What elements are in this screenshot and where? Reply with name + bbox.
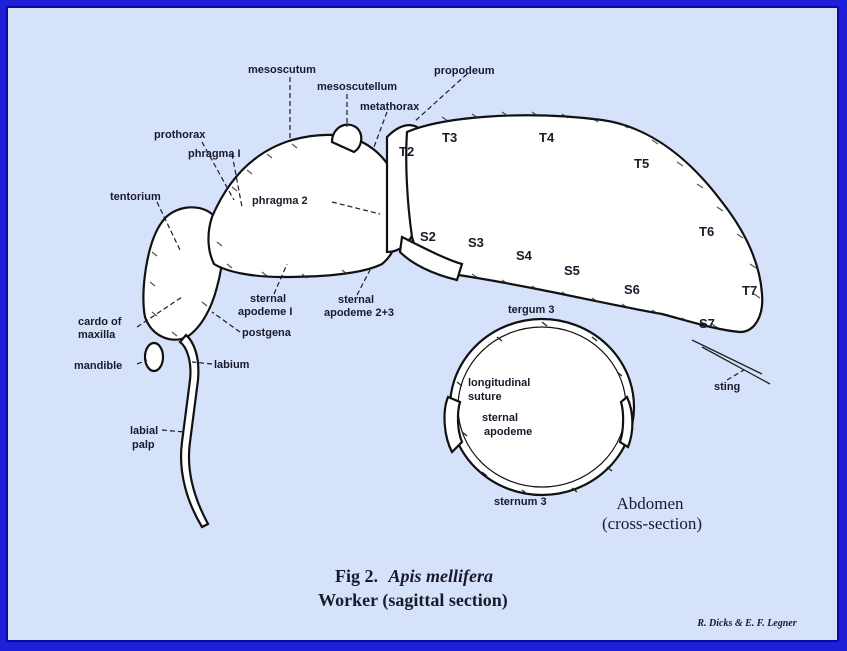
segment-S6: S6	[624, 282, 640, 297]
label-mandible: mandible	[74, 360, 122, 372]
label-sternal-apodeme-23-line2: apodeme 2+3	[324, 307, 394, 319]
label-propodeum: propodeum	[434, 65, 495, 77]
label-phragma-1: phragma I	[188, 148, 241, 160]
label-sternal-apodeme-1-line2: apodeme I	[238, 306, 292, 318]
label-sting: sting	[714, 381, 740, 393]
figure-frame: mesoscutum mesoscutellum propodeum metat…	[6, 6, 839, 642]
segment-S5: S5	[564, 263, 580, 278]
labium-shape	[178, 333, 210, 529]
petiole	[398, 235, 464, 282]
figure-caption: Fig 2. Apis mellifera Worker (sagittal s…	[318, 566, 508, 611]
abdomen-cross-section	[443, 317, 636, 497]
segment-T5: T5	[634, 156, 649, 171]
abdomen-caption-line2: (cross-section)	[602, 514, 702, 533]
segment-labels: T2 T3 T4 T5 T6 T7 S2 S3 S4 S5 S6 S7	[399, 130, 757, 331]
segment-T3: T3	[442, 130, 457, 145]
label-cardo-line1: cardo of	[78, 316, 122, 328]
mesoscutellum-bump	[330, 123, 363, 154]
label-labial-palp-line2: palp	[132, 439, 155, 451]
label-tentorium: tentorium	[110, 191, 161, 203]
segment-T4: T4	[539, 130, 555, 145]
figure-caption-line2: Worker (sagittal section)	[318, 590, 508, 611]
bee-sagittal-diagram: mesoscutum mesoscutellum propodeum metat…	[74, 64, 797, 629]
label-labium: labium	[214, 359, 250, 371]
label-sternal-apodeme-23-line1: sternal	[338, 294, 374, 306]
label-sternal-apodeme-cs-line1: sternal	[482, 412, 518, 424]
label-longitudinal-suture-line1: longitudinal	[468, 377, 530, 389]
abdomen-caption-line1: Abdomen	[616, 494, 684, 513]
head-capsule	[142, 206, 224, 341]
label-mesoscutellum: mesoscutellum	[317, 81, 397, 93]
mandible-shape	[143, 341, 165, 373]
segment-T6: T6	[699, 224, 714, 239]
label-phragma-2: phragma 2	[252, 195, 308, 207]
segment-S3: S3	[468, 235, 484, 250]
segment-S4: S4	[516, 248, 533, 263]
label-cardo-line2: maxilla	[78, 329, 116, 341]
label-tergum-3: tergum 3	[508, 304, 554, 316]
label-prothorax: prothorax	[154, 129, 206, 141]
label-sternal-apodeme-cs-line2: apodeme	[484, 426, 532, 438]
figure-credit: R. Dicks & E. F. Legner	[696, 618, 796, 629]
label-mesoscutum: mesoscutum	[248, 64, 316, 76]
hatching-texture	[149, 111, 761, 337]
label-longitudinal-suture-line2: suture	[468, 391, 502, 403]
segment-T2: T2	[399, 144, 414, 159]
leader-lines	[136, 73, 745, 433]
label-labial-palp-line1: labial	[130, 425, 158, 437]
figure-caption-line1: Fig 2. Apis mellifera	[335, 566, 493, 586]
label-postgena: postgena	[242, 327, 292, 339]
anatomy-labels: mesoscutum mesoscutellum propodeum metat…	[74, 64, 740, 508]
figure-caption-prefix: Fig 2.	[335, 566, 378, 586]
bee-body-outline	[142, 114, 771, 529]
sting-shape	[691, 339, 771, 385]
segment-S7: S7	[699, 316, 715, 331]
abdomen-caption: Abdomen (cross-section)	[602, 494, 702, 533]
label-sternum-3: sternum 3	[494, 496, 547, 508]
segment-T7: T7	[742, 283, 757, 298]
segment-S2: S2	[420, 229, 436, 244]
figure-caption-species: Apis mellifera	[388, 566, 494, 586]
label-sternal-apodeme-1-line1: sternal	[250, 293, 286, 305]
label-metathorax: metathorax	[360, 101, 420, 113]
